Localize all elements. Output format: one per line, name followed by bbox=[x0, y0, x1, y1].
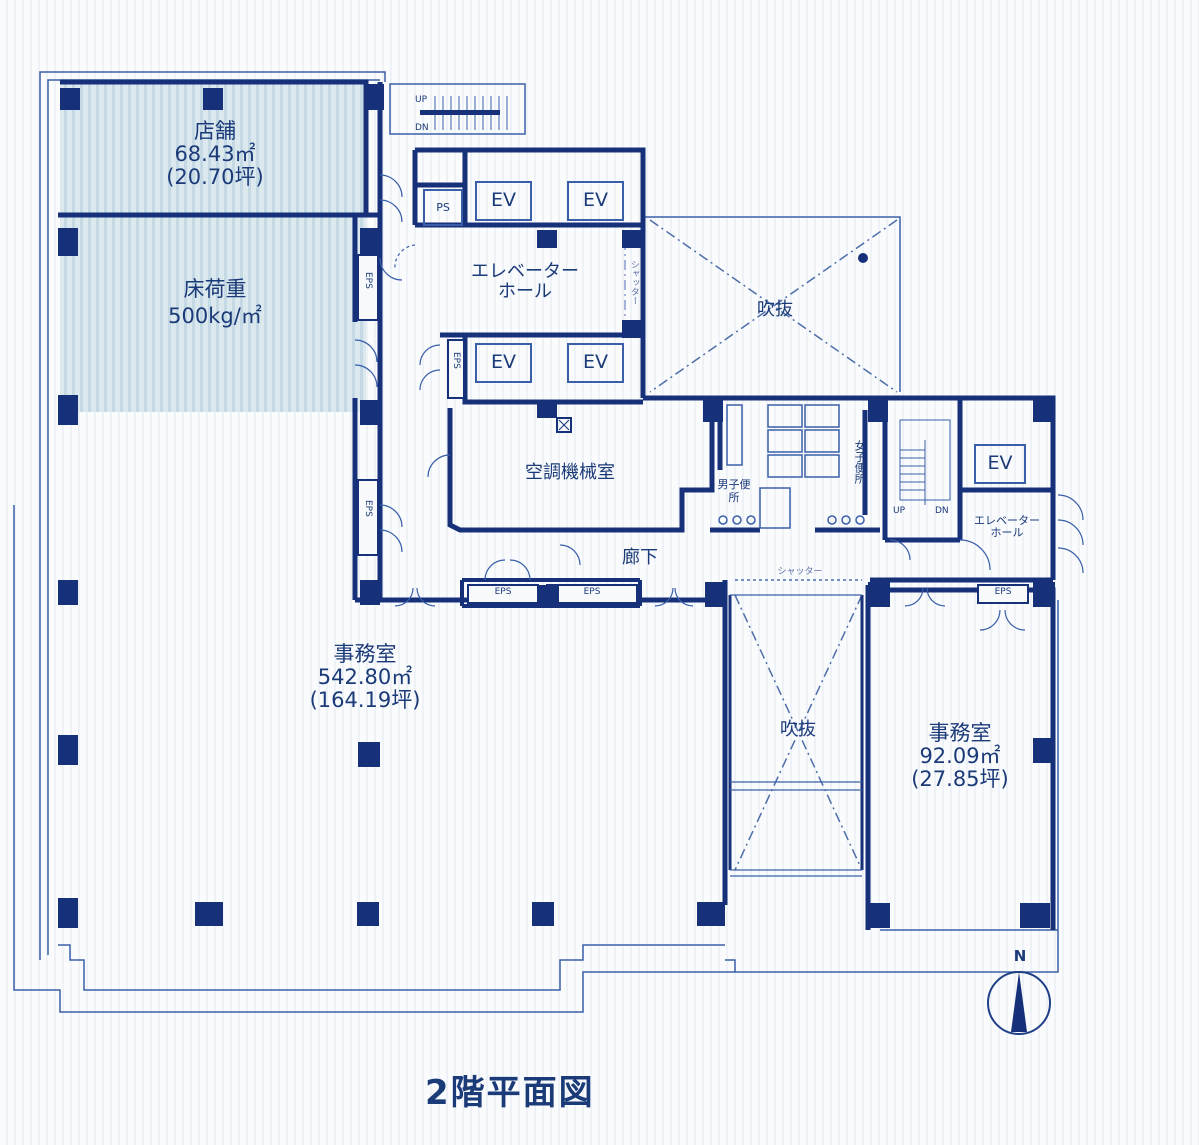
elevator-hall-east-line1: エレベーター bbox=[974, 514, 1040, 527]
corridor-label: 廊下 bbox=[622, 547, 658, 568]
office-small-area-m2: 92.09㎡ bbox=[919, 744, 1001, 769]
office-small-name: 事務室 bbox=[928, 721, 992, 745]
shop-hatch-area bbox=[60, 82, 366, 412]
stair-up-label-east: UP bbox=[893, 506, 906, 516]
stairs-east bbox=[899, 419, 951, 505]
north-label: N bbox=[1013, 947, 1027, 965]
stair-dn-label-north: DN bbox=[415, 123, 429, 133]
office-main-label: 事務室 542.80㎡ (164.19坪) bbox=[270, 642, 460, 713]
office-main-area-tsubo: (164.19坪) bbox=[309, 688, 421, 713]
elevator-hall-main-label: エレベーター ホール bbox=[440, 262, 610, 302]
office-small-area-tsubo: (27.85坪) bbox=[911, 767, 1009, 792]
eps-label-3: EPS bbox=[450, 352, 461, 369]
shutter-label-hall: シャッター bbox=[628, 260, 639, 305]
floor-load-value: 500kg/㎡ bbox=[168, 304, 262, 329]
north-arrow-icon bbox=[987, 971, 1051, 1035]
ev-label-2: EV bbox=[582, 189, 608, 211]
mens-toilet-label: 男子便所 bbox=[717, 478, 751, 505]
ps-label: PS bbox=[436, 201, 450, 214]
office-small-label: 事務室 92.09㎡ (27.85坪) bbox=[880, 721, 1040, 792]
office-main-area-m2: 542.80㎡ bbox=[317, 665, 413, 690]
shutter-label-corridor: シャッター bbox=[777, 567, 823, 577]
elevator-hall-east-line2: ホール bbox=[990, 526, 1024, 540]
shop-area-m2: 68.43㎡ bbox=[174, 142, 256, 167]
womens-toilet-label: 女子便所 bbox=[853, 440, 867, 484]
ev-label-5: EV bbox=[987, 452, 1013, 474]
floor-load-label: 床荷重 500kg/㎡ bbox=[130, 277, 300, 329]
ev-label-3: EV bbox=[490, 351, 516, 373]
elevator-hall-line2: ホール bbox=[498, 280, 552, 302]
floor-load-name: 床荷重 bbox=[183, 277, 247, 301]
void-bottom-label: 吹抜 bbox=[780, 719, 816, 740]
eps-label-6: EPS bbox=[994, 587, 1012, 597]
eps-label-5: EPS bbox=[583, 587, 601, 597]
ac-machine-room-label: 空調機械室 bbox=[525, 462, 615, 483]
eps-label-4: EPS bbox=[494, 587, 512, 597]
stair-up-label-north: UP bbox=[415, 95, 428, 105]
ev-label-1: EV bbox=[490, 189, 516, 211]
elevator-hall-east-label: エレベーター ホール bbox=[962, 514, 1052, 540]
ev-label-4: EV bbox=[582, 351, 608, 373]
shop-label: 店舗 68.43㎡ (20.70坪) bbox=[150, 119, 280, 190]
stair-dn-label-east: DN bbox=[935, 506, 949, 516]
drawing-title: 2階平面図 bbox=[425, 1073, 595, 1113]
structural-columns bbox=[58, 84, 1055, 928]
office-main-name: 事務室 bbox=[333, 642, 397, 666]
eps-label-1: EPS bbox=[362, 272, 373, 289]
elevator-hall-line1: エレベーター bbox=[471, 261, 579, 282]
shop-name: 店舗 bbox=[194, 119, 236, 143]
shop-area-tsubo: (20.70坪) bbox=[166, 165, 264, 190]
void-top-label: 吹抜 bbox=[757, 299, 793, 320]
eps-label-2: EPS bbox=[362, 500, 373, 517]
